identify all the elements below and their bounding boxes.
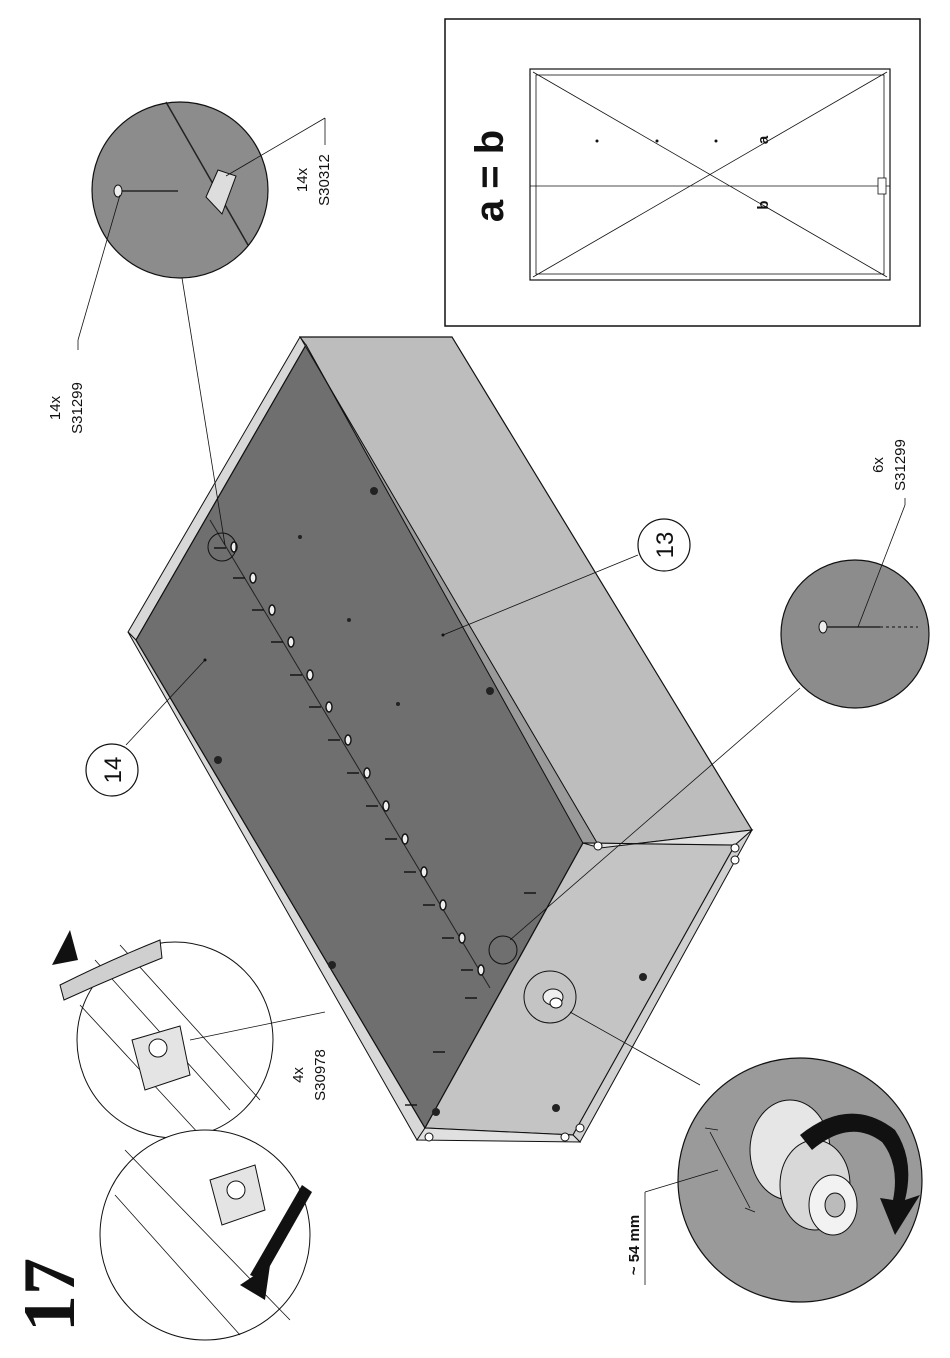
svg-text:4x: 4x bbox=[290, 1067, 307, 1083]
svg-text:S30312: S30312 bbox=[316, 154, 333, 206]
svg-text:14: 14 bbox=[100, 757, 127, 784]
svg-text:S30978: S30978 bbox=[312, 1049, 329, 1101]
diagonal-check-box: a = b a b bbox=[445, 19, 920, 326]
callout-top-left-nail: 14x S31299 bbox=[47, 382, 86, 434]
diagonal-label-b: b bbox=[755, 200, 772, 209]
callout-right-nail: 6x S31299 bbox=[870, 439, 909, 491]
svg-text:6x: 6x bbox=[870, 457, 887, 473]
svg-text:14x: 14x bbox=[294, 167, 311, 192]
svg-text:13: 13 bbox=[652, 532, 679, 559]
callout-cam-lock: 4x S30978 bbox=[290, 1049, 329, 1101]
svg-text:S31299: S31299 bbox=[69, 382, 86, 434]
svg-text:14x: 14x bbox=[47, 395, 64, 420]
detail-circle-cam-insert bbox=[52, 930, 325, 1138]
dimension-label: ~ 54 mm bbox=[626, 1215, 643, 1275]
part-label-14: 14 bbox=[86, 744, 138, 796]
part-label-13: 13 bbox=[638, 519, 690, 571]
formula-a-equals-b: a = b bbox=[468, 130, 512, 222]
svg-text:S31299: S31299 bbox=[892, 439, 909, 491]
callout-top-clip: 14x S30312 bbox=[294, 154, 333, 206]
step-number: 17 bbox=[9, 1258, 91, 1332]
detail-circle-cam-push bbox=[100, 1130, 312, 1340]
diagonal-label-a: a bbox=[755, 135, 772, 144]
